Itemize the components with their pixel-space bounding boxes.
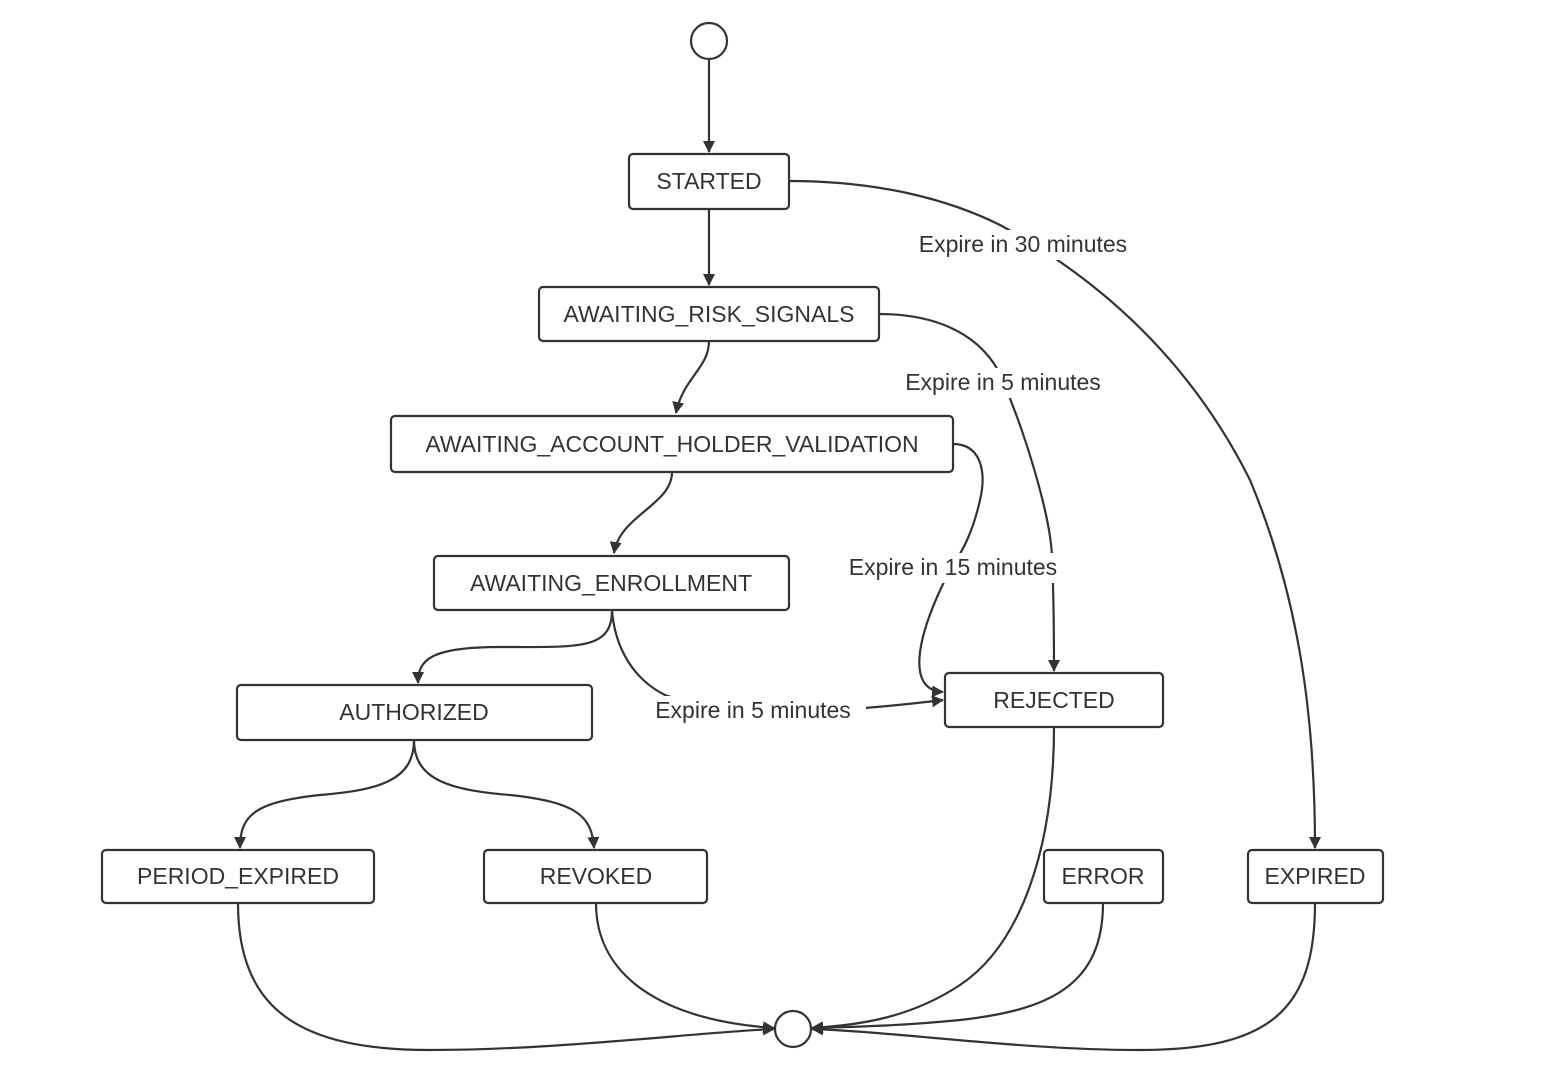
edges: [234, 60, 1321, 1052]
start-node: [689, 21, 729, 61]
edge-label-started-to-expired: Expire in 30 minutes: [919, 231, 1127, 257]
edge-label-validation-to-rejected: Expire in 15 minutes: [849, 554, 1057, 580]
edge-labels: Expire in 30 minutes Expire in 5 minutes…: [640, 230, 1142, 726]
state-period-expired: PERIOD_EXPIRED: [100, 848, 376, 905]
state-label: AUTHORIZED: [339, 699, 489, 725]
state-expired: EXPIRED: [1246, 848, 1385, 905]
state-label: REJECTED: [993, 687, 1114, 713]
end-node: [773, 1009, 813, 1049]
edge-authorized-to-period-expired: [234, 739, 416, 849]
edge-error-to-end: [811, 902, 1105, 1034]
state-label: AWAITING_ACCOUNT_HOLDER_VALIDATION: [425, 431, 918, 457]
state-awaiting-account-holder-validation: AWAITING_ACCOUNT_HOLDER_VALIDATION: [389, 414, 955, 474]
state-awaiting-enrollment: AWAITING_ENROLLMENT: [432, 554, 791, 612]
state-label: AWAITING_ENROLLMENT: [470, 570, 752, 596]
edge-period-expired-to-end: [236, 902, 775, 1052]
edge-enrollment-to-authorized: [412, 609, 614, 684]
edge-label-risk-signals-to-rejected: Expire in 5 minutes: [905, 369, 1101, 395]
edge-revoked-to-end: [594, 902, 775, 1034]
edge-expired-to-end: [811, 902, 1317, 1052]
state-started: STARTED: [627, 152, 791, 211]
state-label: AWAITING_RISK_SIGNALS: [564, 301, 855, 327]
state-label: ERROR: [1061, 863, 1144, 889]
edge-authorized-to-revoked: [412, 739, 600, 849]
edge-risk-signals-to-rejected: [878, 312, 1060, 672]
edge-risk-signals-to-validation: [672, 340, 711, 414]
state-label: REVOKED: [540, 863, 652, 889]
edge-rejected-to-end: [811, 726, 1056, 1034]
state-label: PERIOD_EXPIRED: [137, 863, 339, 889]
state-rejected: REJECTED: [943, 671, 1165, 729]
state-error: ERROR: [1042, 848, 1165, 905]
state-label: EXPIRED: [1265, 863, 1366, 889]
state-label: STARTED: [656, 168, 761, 194]
edge-started-to-expired: [788, 179, 1321, 849]
state-authorized: AUTHORIZED: [235, 683, 594, 742]
state-awaiting-risk-signals: AWAITING_RISK_SIGNALS: [537, 285, 881, 343]
state-revoked: REVOKED: [482, 848, 709, 905]
edge-label-enrollment-to-rejected: Expire in 5 minutes: [655, 697, 851, 723]
edge-validation-to-enrollment: [609, 471, 674, 554]
